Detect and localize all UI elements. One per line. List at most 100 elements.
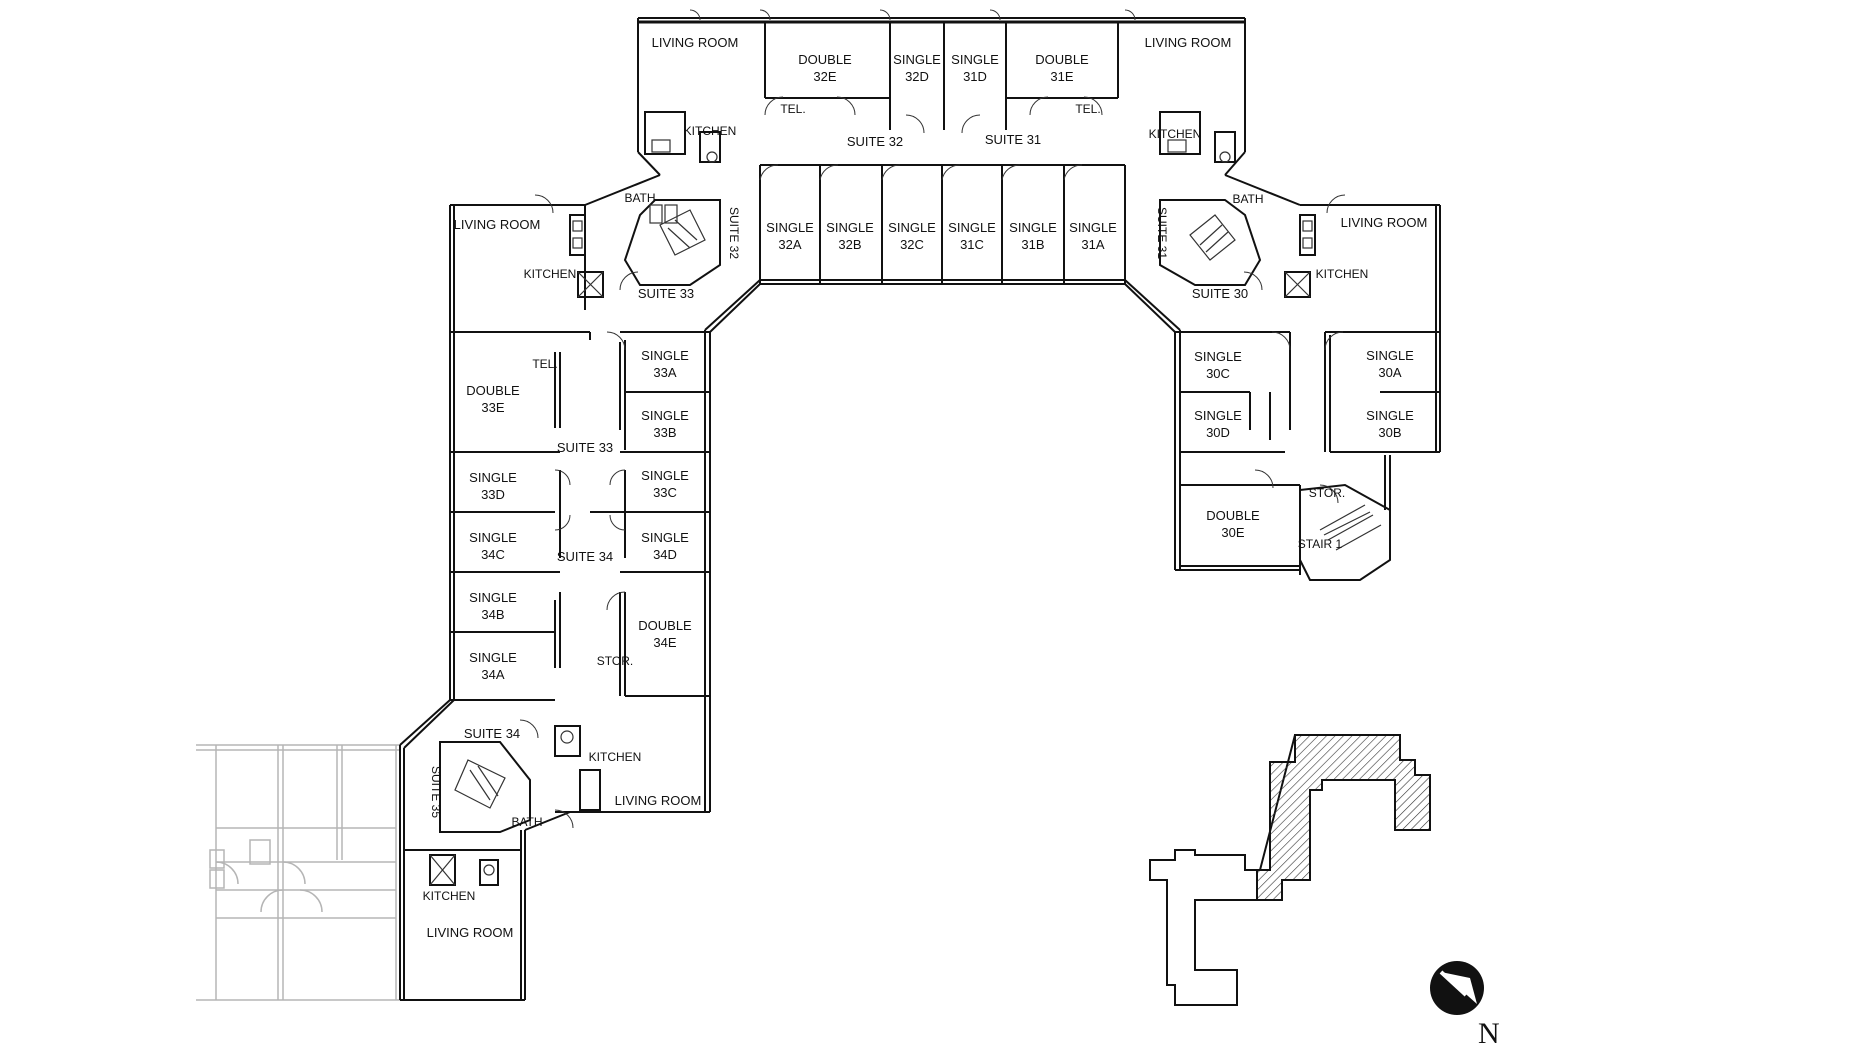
north-arrow: N <box>1430 961 1500 1050</box>
room-single-32b: SINGLE 32B <box>826 220 874 252</box>
door-swings <box>519 9 1346 829</box>
room-single-32c-line1: SINGLE <box>888 220 936 235</box>
label-bath-31: BATH <box>1232 192 1263 206</box>
key-plan-highlighted-area <box>1256 734 1431 901</box>
room-double-31e-line1: DOUBLE <box>1035 52 1089 67</box>
room-double-34e-line1: DOUBLE <box>638 618 692 633</box>
north-label: N <box>1478 1017 1500 1050</box>
room-single-34c-line1: SINGLE <box>469 530 517 545</box>
room-lr-32-line1: LIVING ROOM <box>652 35 739 50</box>
room-single-33c: SINGLE 33C <box>641 468 689 500</box>
room-single-31c: SINGLE 31C <box>948 220 996 252</box>
room-single-30c-line2: 30C <box>1206 366 1230 381</box>
label-tel-32: TEL. <box>780 102 805 116</box>
room-single-34b-line2: 34B <box>481 607 504 622</box>
room-single-30d-line2: 30D <box>1206 425 1230 440</box>
room-double-30e: DOUBLE 30E <box>1206 508 1260 540</box>
label-stor-30: STOR. <box>1309 486 1345 500</box>
exterior-walls <box>399 17 1441 1001</box>
label-kitchen-34: KITCHEN <box>589 750 642 764</box>
room-single-31d: SINGLE 31D <box>951 52 999 84</box>
room-single-30a-line2: 30A <box>1378 365 1401 380</box>
label-suite-32-vertical: SUITE 32 <box>727 207 741 259</box>
room-single-33d: SINGLE 33D <box>469 470 517 502</box>
label-tel-33: TEL. <box>532 357 557 371</box>
adjacent-wing-outline <box>196 744 400 1001</box>
room-single-30d: SINGLE 30D <box>1194 408 1242 440</box>
label-kitchen-35: KITCHEN <box>423 889 476 903</box>
room-single-30d-line1: SINGLE <box>1194 408 1242 423</box>
label-kitchen-31: KITCHEN <box>1149 127 1202 141</box>
room-single-32b-line2: 32B <box>838 237 861 252</box>
room-single-30b-line2: 30B <box>1378 425 1401 440</box>
room-lr-32: LIVING ROOM <box>652 35 739 50</box>
room-single-31d-line1: SINGLE <box>951 52 999 67</box>
key-plan <box>1149 734 1431 1006</box>
room-single-31b-line1: SINGLE <box>1009 220 1057 235</box>
room-single-34b-line1: SINGLE <box>469 590 517 605</box>
room-single-32d-line2: 32D <box>905 69 929 84</box>
room-lr-30-line1: LIVING ROOM <box>1341 215 1428 230</box>
room-single-34c-line2: 34C <box>481 547 505 562</box>
room-lr-34: LIVING ROOM <box>615 793 702 808</box>
label-kitchen-32: KITCHEN <box>684 124 737 138</box>
label-suite-31-vertical: SUITE 31 <box>1155 207 1169 259</box>
room-lr-31: LIVING ROOM <box>1145 35 1232 50</box>
label-suite-30: SUITE 30 <box>1192 286 1248 301</box>
label-bath-34: BATH <box>511 815 542 829</box>
room-single-32d-line1: SINGLE <box>893 52 941 67</box>
room-lr-33: LIVING ROOM <box>454 217 541 232</box>
room-single-30a-line1: SINGLE <box>1366 348 1414 363</box>
room-single-33d-line2: 33D <box>481 487 505 502</box>
room-single-34d-line1: SINGLE <box>641 530 689 545</box>
room-single-33c-line1: SINGLE <box>641 468 689 483</box>
room-lr-35: LIVING ROOM <box>427 925 514 940</box>
label-stair-1: STAIR 1 <box>1298 537 1343 551</box>
room-single-30c: SINGLE 30C <box>1194 349 1242 381</box>
label-suite-32: SUITE 32 <box>847 134 903 149</box>
room-double-33e-line1: DOUBLE <box>466 383 520 398</box>
room-single-34b: SINGLE 34B <box>469 590 517 622</box>
room-single-30b-line1: SINGLE <box>1366 408 1414 423</box>
room-lr-31-line1: LIVING ROOM <box>1145 35 1232 50</box>
label-kitchen-33: KITCHEN <box>524 267 577 281</box>
room-double-30e-line2: 30E <box>1221 525 1244 540</box>
room-lr-33-line1: LIVING ROOM <box>454 217 541 232</box>
room-single-31a-line2: 31A <box>1081 237 1104 252</box>
room-lr-30: LIVING ROOM <box>1341 215 1428 230</box>
room-double-33e-line2: 33E <box>481 400 504 415</box>
room-single-33a-line2: 33A <box>653 365 676 380</box>
label-kitchen-30: KITCHEN <box>1316 267 1369 281</box>
room-single-32c-line2: 32C <box>900 237 924 252</box>
room-single-31c-line2: 31C <box>960 237 984 252</box>
room-single-30b: SINGLE 30B <box>1366 408 1414 440</box>
room-single-32a: SINGLE 32A <box>766 220 814 252</box>
room-single-30c-line1: SINGLE <box>1194 349 1242 364</box>
room-single-33d-line1: SINGLE <box>469 470 517 485</box>
label-suite-34-hall: SUITE 34 <box>557 549 613 564</box>
room-single-31d-line2: 31D <box>963 69 987 84</box>
room-single-31c-line1: SINGLE <box>948 220 996 235</box>
label-stor-34: STOR. <box>597 654 633 668</box>
room-single-33c-line2: 33C <box>653 485 677 500</box>
room-single-32b-line1: SINGLE <box>826 220 874 235</box>
label-suite-34-stair: SUITE 34 <box>464 726 520 741</box>
room-double-32e-line2: 32E <box>813 69 836 84</box>
room-single-33b-line1: SINGLE <box>641 408 689 423</box>
label-bath-32: BATH <box>624 191 655 205</box>
room-single-32a-line1: SINGLE <box>766 220 814 235</box>
room-double-30e-line1: DOUBLE <box>1206 508 1260 523</box>
label-suite-35-vertical: SUITE 35 <box>429 766 443 818</box>
room-single-32d: SINGLE 32D <box>893 52 941 84</box>
room-single-32a-line2: 32A <box>778 237 801 252</box>
room-single-30a: SINGLE 30A <box>1366 348 1414 380</box>
label-suite-31: SUITE 31 <box>985 132 1041 147</box>
